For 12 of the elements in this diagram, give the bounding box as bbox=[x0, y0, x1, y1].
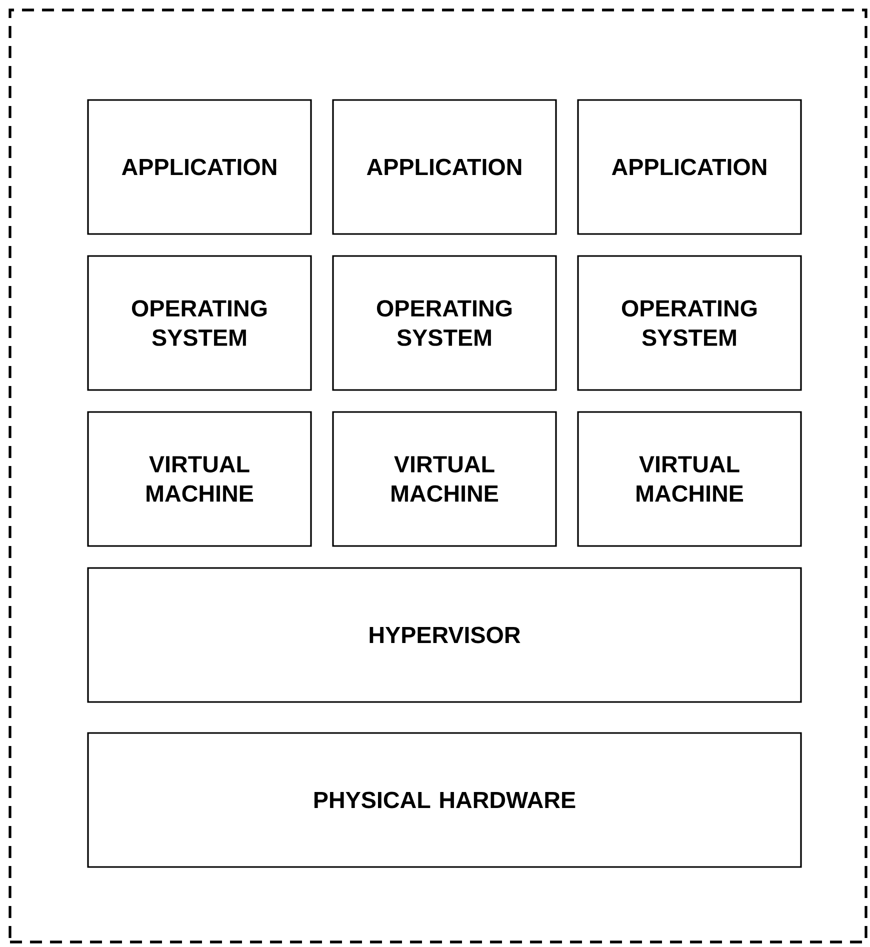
layer-box: APPLICATION bbox=[87, 99, 312, 235]
layer-box: VIRTUAL MACHINE bbox=[87, 411, 312, 547]
layer-box: HYPERVISOR bbox=[87, 567, 802, 703]
layer-box: VIRTUAL MACHINE bbox=[577, 411, 802, 547]
layer-box: OPERATING SYSTEM bbox=[577, 255, 802, 391]
layer-box: APPLICATION bbox=[332, 99, 557, 235]
layer-box: PHYSICAL HARDWARE bbox=[87, 732, 802, 868]
layer-box: OPERATING SYSTEM bbox=[332, 255, 557, 391]
layer-box: OPERATING SYSTEM bbox=[87, 255, 312, 391]
layer-box: APPLICATION bbox=[577, 99, 802, 235]
layer-box: VIRTUAL MACHINE bbox=[332, 411, 557, 547]
dashed-frame bbox=[8, 8, 868, 944]
